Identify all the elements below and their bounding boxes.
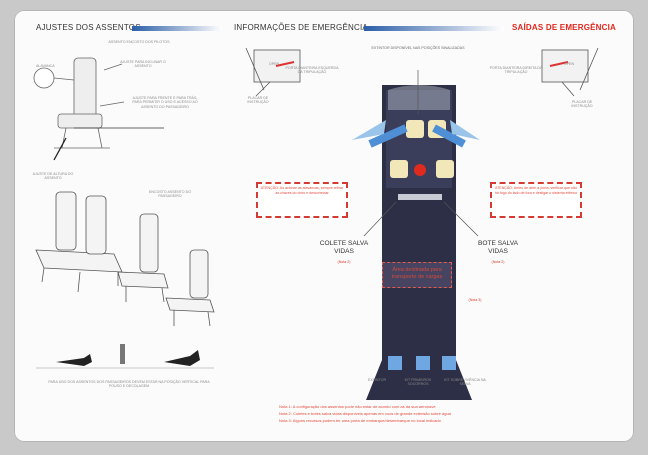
- raft-note: (Nota 2): [491, 260, 505, 264]
- emergency-exits-header: SAÍDAS DE EMERGÊNCIA: [512, 23, 617, 32]
- label-bottom: PARA USO DOS ASSENTOS DOS PASSAGEIROS DE…: [48, 380, 210, 389]
- open-label-right: OPEN: [563, 62, 575, 66]
- warning-right: ATENÇÃO: Antes de abrir a porta, verific…: [490, 182, 582, 218]
- cargo-area: Área destinada para transporte de cargas: [382, 262, 452, 288]
- fuselage-diagram: [352, 70, 480, 400]
- bottom-left-label: EXTINTOR: [367, 378, 387, 382]
- safety-card: AJUSTES DOS ASSENTOS INFORMAÇÕES DE EMER…: [14, 10, 634, 442]
- seats-header: AJUSTES DOS ASSENTOS: [36, 23, 141, 32]
- left-door-label: PORTA DIANTEIRA ESQUERDA DA TRIPULAÇÃO: [285, 66, 339, 75]
- illustrations: [33, 47, 599, 400]
- aircraft-silhouettes: [36, 344, 214, 369]
- emergency-info-header: INFORMAÇÕES DE EMERGÊNCIA: [234, 23, 368, 32]
- label-lever: ALAVANCA: [36, 64, 55, 68]
- vest-note: (Nota 2): [337, 260, 351, 264]
- pilot-seat-drawing: [33, 57, 164, 161]
- vest-label: COLETE SALVA VIDAS: [319, 240, 369, 255]
- seats-header-bar: [132, 26, 222, 31]
- warning-left: ATENÇÃO: Ao acionar as alavancas, sempre…: [256, 182, 348, 218]
- single-seats-drawing: [117, 213, 215, 327]
- right-door-label: PORTA DIANTEIRA DIREITA DA TRIPULAÇÃO: [489, 66, 543, 75]
- bottom-right-label: KIT SOBREVIVÊNCIA NA SELVA: [444, 378, 486, 387]
- placard-left-label: PLACAR DE INSTRUÇÃO: [247, 96, 269, 105]
- bench-seat-drawing: [35, 191, 123, 293]
- open-label-left: OPEN: [268, 62, 280, 66]
- left-door-drawing: [245, 47, 301, 97]
- label-adjust-final: AJUSTE PARA FRENTE E PARA TRÁS, PARA PER…: [132, 96, 198, 109]
- right-door-drawing: [541, 47, 599, 97]
- bottom-mid-label: KIT PRIMEIROS SOCORROS: [404, 378, 432, 387]
- extinguisher-label: EXTINTOR DISPONÍVEL NAS POSIÇÕES SINALIZ…: [371, 46, 465, 50]
- label-height: AJUSTE DE ALTURA DO ASSENTO: [32, 172, 74, 181]
- emergency-info-bar: [364, 26, 504, 31]
- label-adjust-incline: AJUSTE PARA INCLINAR O ASSENTO: [120, 60, 166, 69]
- raft-label: BOTE SALVA VIDAS: [477, 240, 519, 255]
- note-3: Nota 3: Alguns recursos podem ter uma po…: [279, 418, 441, 423]
- note-2: Nota 2: Coletes e botes salva vidas disp…: [279, 411, 451, 416]
- label-recline: ASSENTO ENCOSTO DOS PILOTOS: [108, 40, 170, 44]
- note-1: Nota 1: A configuração dos assentos pode…: [279, 404, 436, 409]
- note3-label: (Nota 3): [468, 298, 482, 302]
- placard-right-label: PLACAR DE INSTRUÇÃO: [571, 100, 593, 109]
- label-passenger: ENCOSTO ASSENTO DO PASSAGEIRO: [148, 190, 191, 199]
